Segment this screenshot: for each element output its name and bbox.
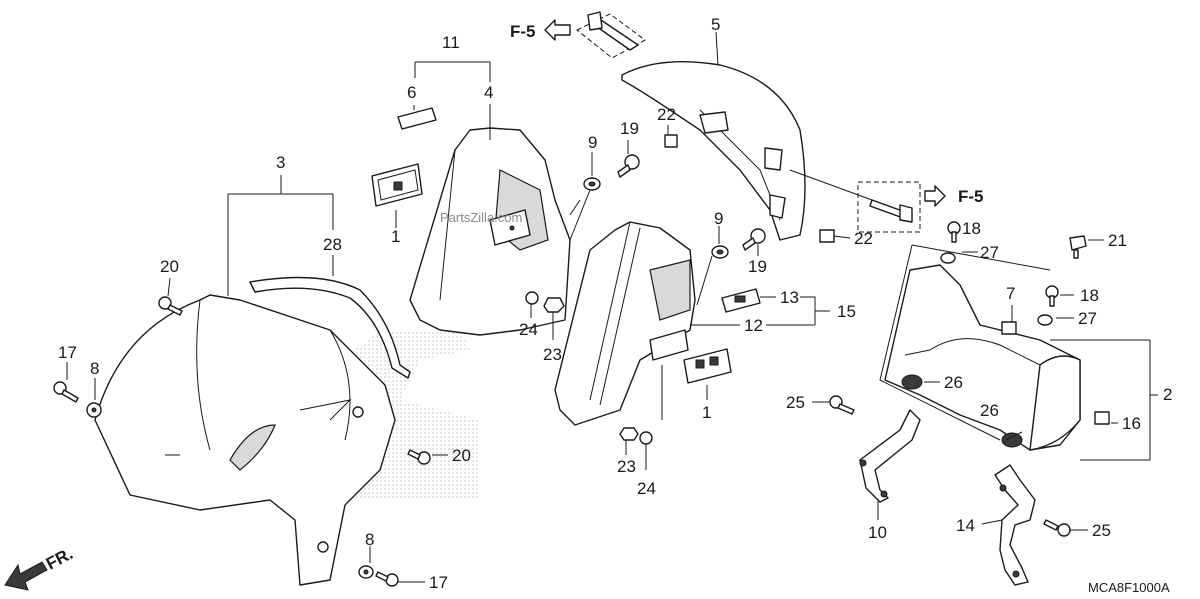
washer-9-right[interactable] (711, 245, 729, 259)
callout-13: 13 (780, 288, 799, 307)
inner-fender-left[interactable] (409, 127, 571, 336)
callout-4: 4 (484, 83, 493, 102)
clip-22-lower[interactable] (819, 229, 835, 243)
rear-fender-upper[interactable] (621, 60, 806, 241)
nut-24-right[interactable] (639, 431, 653, 445)
fender-stay[interactable] (249, 276, 411, 379)
watermark-text: PartsZilla.com (440, 210, 522, 225)
clip-21[interactable] (1069, 235, 1087, 259)
ref-label-top: F-5 (510, 22, 536, 41)
washer-27-lower[interactable] (1037, 314, 1053, 326)
callout-28: 28 (323, 235, 342, 254)
callout-26-lower: 26 (980, 401, 999, 420)
callout-26-upper: 26 (944, 373, 963, 392)
nut-26-lower[interactable] (1001, 432, 1023, 448)
bolt-17-upper[interactable] (53, 381, 79, 403)
callout-17-upper: 17 (58, 343, 77, 362)
ref-arrow-right: F-5 (924, 185, 984, 207)
grommet-16[interactable] (1094, 411, 1110, 425)
callout-25-lower: 25 (1092, 521, 1111, 540)
callout-20-upper: 20 (160, 257, 179, 276)
bolt-dashed-right (857, 181, 921, 233)
callout-6: 6 (407, 83, 416, 102)
bolt-dashed-top (576, 11, 646, 59)
callout-20-lower: 20 (452, 446, 471, 465)
nut-24-left[interactable] (525, 291, 539, 305)
ref-arrow-top: F-5 (510, 19, 571, 41)
washer-8-upper[interactable] (86, 402, 102, 418)
callout-21: 21 (1108, 231, 1127, 250)
callout-22-upper: 22 (657, 105, 676, 124)
bolt-25-lower[interactable] (1043, 519, 1071, 537)
callout-8-lower: 8 (365, 530, 374, 549)
callout-2: 2 (1163, 385, 1172, 404)
callout-9-left: 9 (588, 133, 597, 152)
callout-25-upper: 25 (786, 393, 805, 412)
callout-12: 12 (744, 316, 763, 335)
callout-1-right: 1 (702, 403, 711, 422)
callout-19-right: 19 (748, 257, 767, 276)
callout-16: 16 (1122, 414, 1141, 433)
bolt-18-lower[interactable] (1045, 285, 1059, 307)
washer-27-upper[interactable] (940, 252, 956, 264)
bolt-17-lower[interactable] (375, 571, 399, 587)
callout-17-lower: 17 (429, 573, 448, 592)
front-direction-label: FR. (43, 544, 76, 574)
callout-18-lower: 18 (1080, 286, 1099, 305)
front-direction-arrow: FR. (4, 544, 76, 591)
callout-15: 15 (837, 302, 856, 321)
bolt-18-upper[interactable] (947, 221, 961, 243)
bracket-14[interactable] (994, 464, 1036, 586)
washer-9-left[interactable] (583, 177, 601, 191)
callout-22-lower: 22 (854, 229, 873, 248)
clip-22-upper[interactable] (664, 134, 678, 148)
bolt-20-lower[interactable] (407, 449, 431, 465)
callout-3: 3 (276, 153, 285, 172)
callout-23-left: 23 (543, 345, 562, 364)
nut-26-upper[interactable] (901, 374, 923, 390)
bolt-20-upper[interactable] (158, 296, 183, 316)
callout-19-left: 19 (620, 119, 639, 138)
callout-10: 10 (868, 523, 887, 542)
grommet-7[interactable] (1001, 321, 1017, 335)
callout-27-upper: 27 (980, 243, 999, 262)
rubber-pad-13[interactable] (721, 288, 761, 313)
callout-27-lower: 27 (1078, 309, 1097, 328)
reflector-plate-1-left[interactable] (371, 163, 423, 207)
inner-fender-right[interactable] (554, 221, 696, 426)
callout-9-right: 9 (714, 209, 723, 228)
washer-8-lower[interactable] (358, 565, 374, 579)
bolt-19-left[interactable] (617, 154, 640, 178)
callout-7: 7 (1006, 284, 1015, 303)
callout-14: 14 (956, 516, 975, 535)
rear-inner-fender[interactable] (884, 264, 1081, 451)
callout-8-upper: 8 (90, 359, 99, 378)
bolt-19-right[interactable] (742, 228, 766, 251)
bolt-25-upper[interactable] (829, 395, 855, 415)
callout-18-upper: 18 (962, 219, 981, 238)
callout-24-left: 24 (519, 320, 538, 339)
reflector-plate-1-right[interactable] (683, 348, 732, 384)
bracket-10[interactable] (859, 409, 921, 503)
rubber-pad-6[interactable] (397, 107, 437, 130)
callout-labels: 11 6 4 1 3 28 20 17 8 9 19 24 23 5 22 22… (58, 15, 1172, 592)
leader-lines (66, 31, 1158, 583)
nut-23-right[interactable] (619, 427, 639, 441)
callout-24-right: 24 (637, 479, 656, 498)
callout-23-right: 23 (617, 457, 636, 476)
callout-5: 5 (711, 15, 720, 34)
callout-1-left: 1 (391, 227, 400, 246)
front-fender[interactable] (94, 294, 396, 586)
callout-11: 11 (442, 33, 460, 52)
nut-23-left[interactable] (543, 297, 565, 313)
ref-label-right: F-5 (958, 187, 984, 206)
diagram-code: MCA8F1000A (1088, 580, 1170, 595)
